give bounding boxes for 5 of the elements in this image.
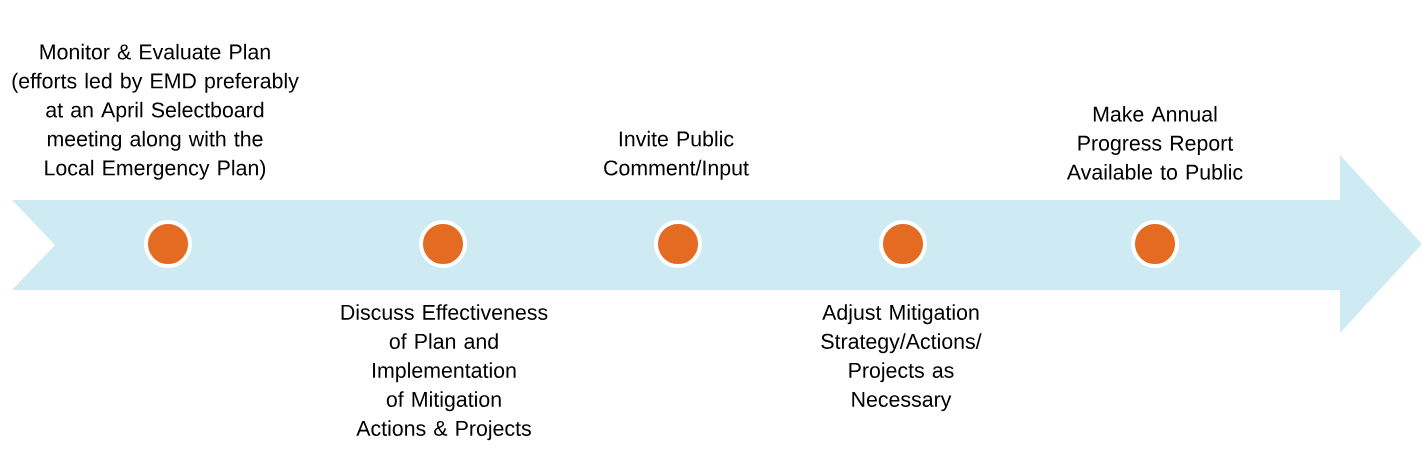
milestone-label: Discuss Effectiveness of Plan and Implementation of Mitigation Actions & Projects (341, 304, 548, 441)
milestone-label: Invite Public Comment/Input (604, 130, 749, 180)
milestone-label: Adjust Mitigation Strategy/Actions/ Projects as Necessary (821, 304, 982, 412)
milestone-label: Monitor & Evaluate Plan (efforts led by EMD preferably at an April Selectboard meeting along with the Local Emergency Plan) (12, 43, 299, 180)
milestone-label: Make Annual Progress Report Available to Public (1066, 106, 1243, 180)
